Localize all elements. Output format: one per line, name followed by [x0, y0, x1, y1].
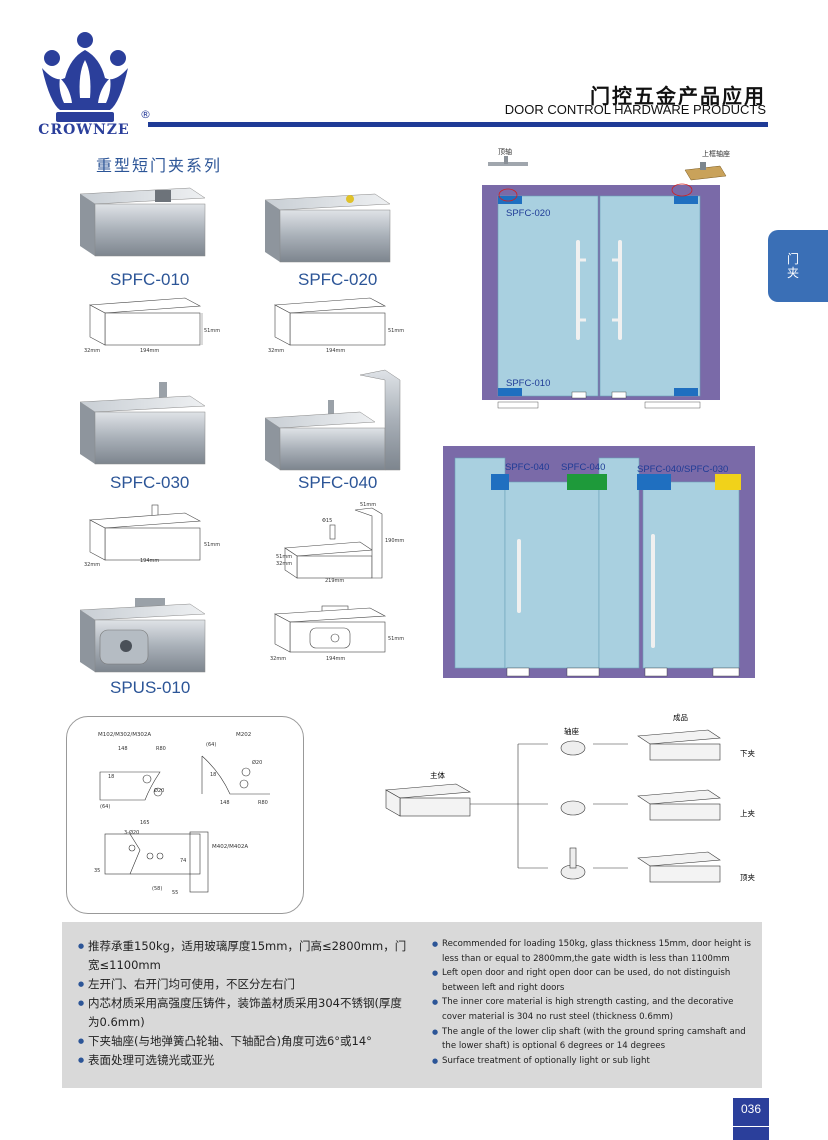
spfc-040-dim-side: 51mm [276, 554, 292, 560]
spec-en-item: The angle of the lower clip shaft (with … [432, 1025, 752, 1054]
cutout-55: 55 [172, 890, 178, 896]
spfc-020-dim-h: 51mm [388, 328, 404, 334]
glass-left [497, 195, 599, 397]
label-main-body: 主体 [430, 770, 445, 780]
spfc-010-dim-d: 32mm [84, 348, 100, 354]
spus-010-photo [79, 598, 206, 673]
section-tab: 门 夹 [768, 230, 828, 302]
spfc-030-dim-d: 32mm [84, 562, 100, 568]
spec-en-item: Surface treatment of optionally light or… [432, 1054, 752, 1069]
cutout-165: 165 [140, 820, 150, 826]
spfc-040-dim-d: 32mm [276, 561, 292, 567]
spec-cn-item: 左开门、右开门均可使用，不区分左右门 [78, 975, 408, 994]
cutout-18-a: 18 [108, 774, 114, 780]
spec-cn-item: 推荐承重150kg，适用玻璃厚度15mm，门高≤2800mm，门宽≤1100mm [78, 937, 408, 975]
label-spfc-020: SPFC-020 [506, 208, 550, 219]
label-lower-clip: 下夹 [740, 748, 755, 758]
page-title-en: DOOR CONTROL HARDWARE PRODUCTS [504, 102, 766, 117]
cutout-r20-b: Ø20 [252, 759, 262, 766]
spfc-010-dim-h: 51mm [204, 328, 220, 334]
label-upper-clip: 上夹 [740, 808, 755, 818]
model-spfc-040: SPFC-040 [298, 473, 378, 492]
cutout-r80-a: R80 [156, 746, 166, 752]
cutout-18-b: 18 [210, 772, 216, 778]
registered-mark: ® [140, 108, 151, 121]
spfc-020-photo [264, 193, 391, 263]
cutout-m202: M202 [236, 732, 251, 738]
spec-list-en: Recommended for loading 150kg, glass thi… [432, 937, 752, 1068]
product-illustrations: 51mm 194mm 32mm 51mm 194mm 32mm 51mm 194… [79, 187, 404, 673]
spec-en-item: The inner core material is high strength… [432, 995, 752, 1024]
spfc-010-dim-w: 194mm [140, 348, 159, 354]
crownze-crown-logo [42, 32, 128, 122]
model-spfc-020: SPFC-020 [298, 270, 378, 289]
cutout-148-a: 148 [118, 746, 128, 752]
cutout-64-b: (64) [206, 742, 216, 748]
cutout-r80-b: R80 [258, 800, 268, 806]
spus-010-drawing [273, 605, 387, 653]
glass-cutout-box [66, 716, 304, 914]
spfc-040-drawing [284, 507, 383, 579]
section-tab-line1: 门 [786, 252, 799, 266]
top-pivot-icon [488, 156, 528, 166]
glass-right [599, 195, 701, 397]
spfc-020-dim-w: 194mm [326, 348, 345, 354]
section-tab-line2: 夹 [786, 266, 799, 280]
spfc-030-photo [79, 382, 206, 465]
label-spfc-010: SPFC-010 [506, 378, 550, 389]
model-spus-010: SPUS-010 [110, 678, 191, 697]
spec-list-cn: 推荐承重150kg，适用玻璃厚度15mm，门高≤2800mm，门宽≤1100mm… [78, 937, 408, 1070]
spfc-040-dim-top: 51mm [360, 502, 376, 508]
spus-010-dim-h: 51mm [388, 636, 404, 642]
cutout-m402: M402/M402A [212, 844, 248, 850]
cutout-r20-a: Ø20 [154, 787, 164, 794]
label-finished: 成品 [673, 712, 688, 722]
spfc-020-drawing [273, 297, 387, 346]
spfc-040-photo [264, 369, 401, 471]
label-top-pivot: 顶轴 [498, 147, 512, 156]
top-patch-icon [684, 162, 727, 181]
spfc-040-dim-dia: Φ15 [322, 518, 332, 524]
spec-cn-item: 表面处理可选镜光或亚光 [78, 1051, 408, 1070]
assembly-diagram: 主体 轴座 成品 下夹 上夹 顶夹 [385, 712, 755, 883]
door-application-diagram-top: 顶轴 上框轴座 SPFC-020 SPFC-010 [482, 147, 730, 409]
spec-cn-item: 下夹轴座(与地弹簧凸轮轴、下轴配合)角度可选6°或14° [78, 1032, 408, 1051]
series-title: 重型短门夹系列 [96, 156, 223, 175]
main-body-drawing [385, 783, 471, 817]
model-spfc-030: SPFC-030 [110, 473, 190, 492]
cutout-74: 74 [180, 858, 186, 864]
spec-en-item: Left open door and right open door can b… [432, 966, 752, 995]
label-shaft-seat: 轴座 [564, 726, 579, 736]
spec-en-item: Recommended for loading 150kg, glass thi… [432, 937, 752, 966]
label-spfc-040-030: SPFC-040/SPFC-030 [637, 464, 728, 475]
spec-cn-item: 内芯材质采用高强度压铸件，装饰盖材质采用304不锈钢(厚度为0.6mm) [78, 994, 408, 1032]
door-application-diagram-bottom: SPFC-040 SPFC-040 SPFC-040/SPFC-030 [443, 446, 755, 678]
spfc-030-dim-h: 51mm [204, 542, 220, 548]
spfc-020-dim-d: 32mm [268, 348, 284, 354]
label-top-patch: 上框轴座 [702, 149, 730, 158]
brand-name: CROWNZE [38, 122, 130, 138]
header-rule [148, 122, 768, 127]
spfc-030-dim-w: 194mm [140, 558, 159, 564]
spfc-030-drawing [88, 504, 202, 561]
model-spfc-010: SPFC-010 [110, 270, 190, 289]
label-spfc-040-a: SPFC-040 [505, 462, 549, 473]
spfc-010-photo [79, 187, 206, 257]
spus-010-dim-w: 194mm [326, 656, 345, 662]
label-spfc-040-b: SPFC-040 [561, 462, 605, 473]
cutout-35: 35 [94, 868, 100, 874]
cutout-m102: M102/M302/M302A [98, 732, 151, 738]
page-number: 036 [733, 1098, 769, 1140]
spfc-040-dim-w: 219mm [325, 578, 344, 584]
page-title-cn: 门控五金产品应用 [590, 84, 766, 108]
glass-cutout-drawings: M102/M302/M302A M202 M402/M402A 148 R80 … [94, 732, 270, 896]
cutout-58: (58) [152, 886, 162, 892]
spus-010-dim-d: 32mm [270, 656, 286, 662]
cutout-148-b: 148 [220, 800, 230, 806]
cutout-3-20: 3-Ø20 [124, 829, 139, 836]
cutout-64-a: (64) [100, 804, 110, 810]
spfc-040-dim-h: 190mm [385, 538, 404, 544]
spfc-010-drawing [88, 297, 203, 346]
label-top-clip: 顶夹 [740, 872, 755, 882]
